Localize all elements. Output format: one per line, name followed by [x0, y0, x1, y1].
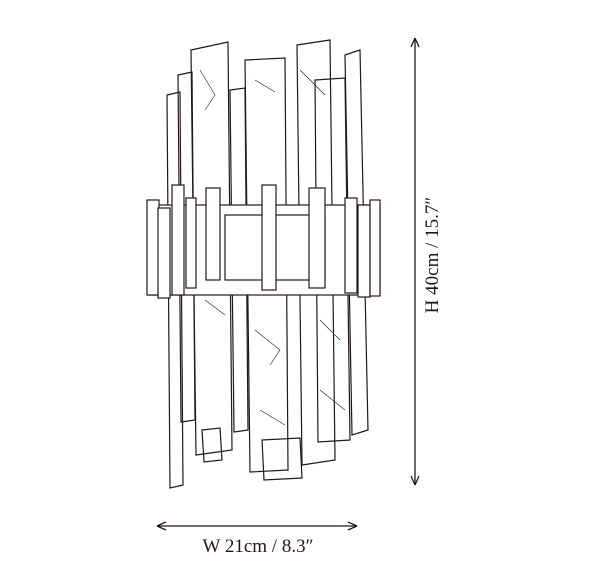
height-label: H 40cm / 15.7″ [422, 196, 443, 314]
crystal-rods [166, 39, 369, 489]
width-arrow [156, 521, 358, 531]
metal-band [146, 184, 381, 299]
width-label: W 21cm / 8.3″ [202, 536, 314, 557]
crystal-veins [199, 69, 346, 426]
height-arrow [410, 37, 420, 486]
